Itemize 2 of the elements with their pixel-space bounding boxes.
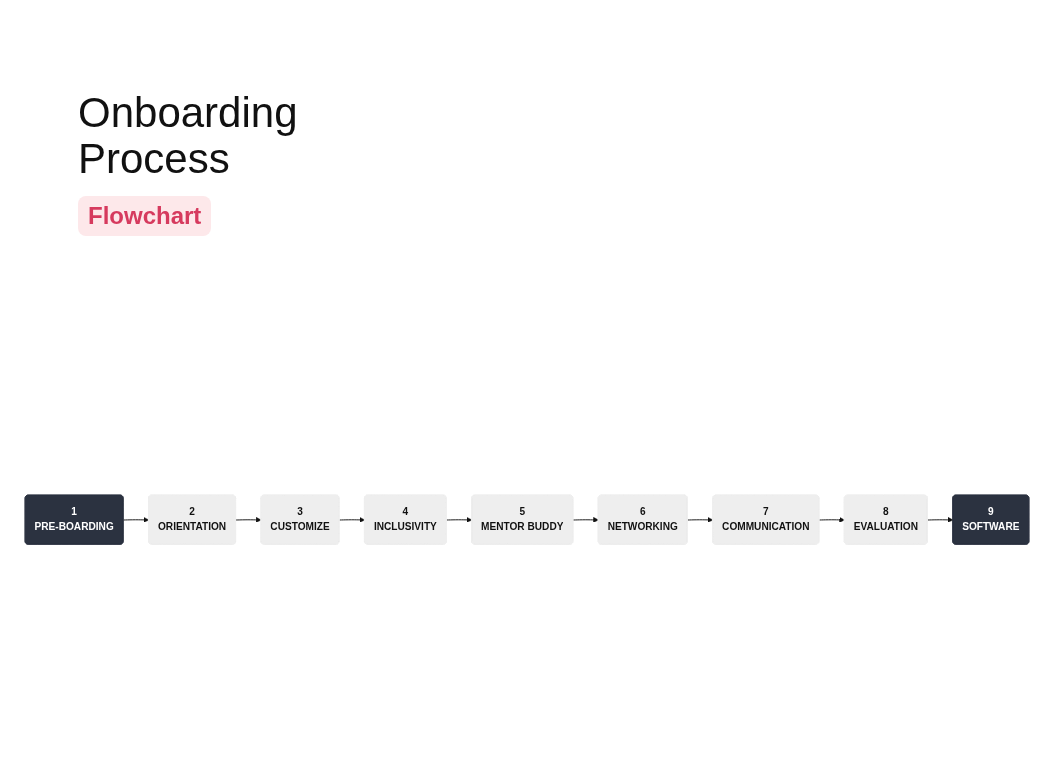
title: Onboarding Process <box>78 90 299 183</box>
subtitle-tag: Flowchart <box>78 196 212 237</box>
